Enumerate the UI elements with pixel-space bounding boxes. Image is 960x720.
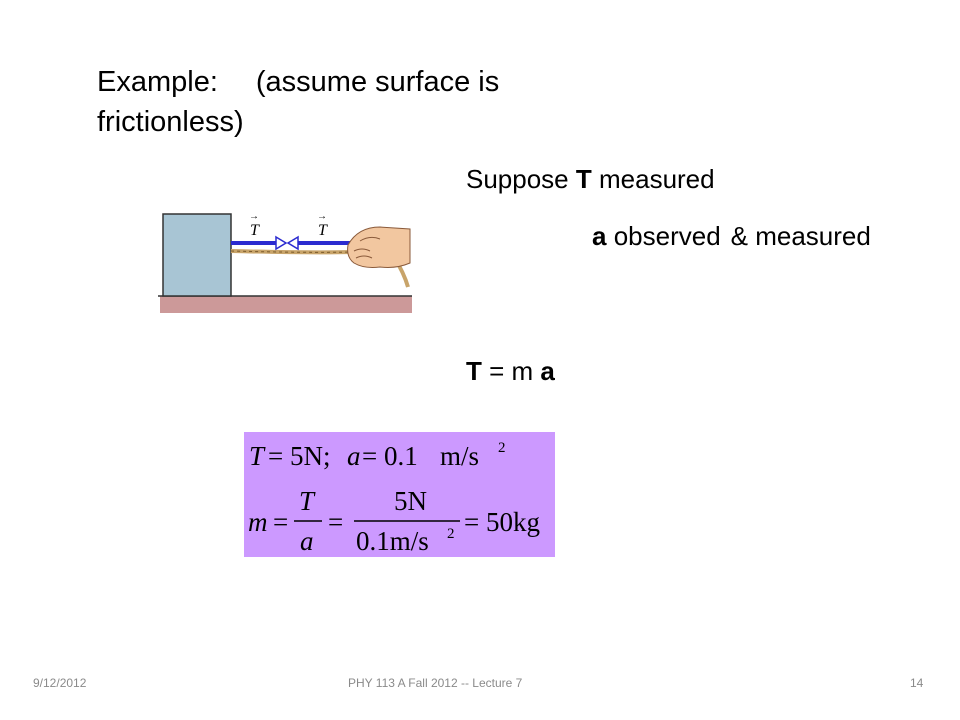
line1-unit: m/s <box>440 441 479 471</box>
line2-eq2: = <box>328 507 343 537</box>
block <box>162 213 232 297</box>
frac2-num: 5N <box>394 486 427 516</box>
rope <box>230 249 354 255</box>
suppose-text: Suppose <box>466 164 576 194</box>
eq-a: a <box>540 356 555 386</box>
eq-T: T <box>466 356 482 386</box>
vector-arrow-left-icon: → <box>249 211 259 222</box>
tension-arrow-left-head <box>275 235 288 251</box>
calculation-formula: T = 5N; a = 0.1 m/s 2 m = T a = 5N 0.1m/… <box>248 440 540 556</box>
observed-a: a <box>592 221 607 251</box>
frac2-den: 0.1m/s <box>356 526 429 556</box>
observed-rest: & measured <box>730 221 871 251</box>
footer-course: PHY 113 A Fall 2012 -- Lecture 7 <box>348 676 523 690</box>
floor-surface <box>160 296 412 313</box>
slide-title: Example:(assume surface is frictionless) <box>97 62 617 142</box>
tension-arrow-right-shaft <box>298 241 350 245</box>
calculation-box: T = 5N; a = 0.1 m/s 2 m = T a = 5N 0.1m/… <box>244 432 555 557</box>
result: = 50kg <box>464 507 540 537</box>
vector-label-left: T <box>250 222 260 239</box>
vector-arrow-right-icon: → <box>317 211 327 222</box>
block-rope-figure: T → T → <box>158 211 412 313</box>
line2-m: m <box>248 507 268 537</box>
line1-a: a <box>347 441 361 471</box>
observed-line: a observed & measured <box>592 217 871 255</box>
frac2-exp: 2 <box>447 526 455 542</box>
suppose-line: Suppose T measured <box>466 160 715 198</box>
suppose-T: T <box>575 164 592 194</box>
line2-eq1: = <box>273 507 288 537</box>
tension-arrow-right-head <box>286 235 299 251</box>
frac1-den: a <box>300 526 314 556</box>
newton-equation: T = m a <box>466 352 555 390</box>
footer-page-number: 14 <box>910 676 924 690</box>
line1-T: T <box>249 441 266 471</box>
frac1-num: T <box>299 486 316 516</box>
tension-arrow-left-shaft <box>231 241 281 245</box>
line1-exp: 2 <box>498 440 506 456</box>
observed-text: observed <box>606 221 721 251</box>
title-prefix: Example: <box>97 66 218 98</box>
title-rest: (assume surface is frictionless) <box>97 66 500 138</box>
vector-label-right: T <box>318 222 328 239</box>
line1-eq: = 5N; <box>268 441 330 471</box>
footer-date: 9/12/2012 <box>33 676 87 690</box>
suppose-rest: measured <box>591 164 715 194</box>
line1-val: = 0.1 <box>362 441 418 471</box>
eq-mid: = m <box>481 356 541 386</box>
hand-icon <box>347 226 411 268</box>
